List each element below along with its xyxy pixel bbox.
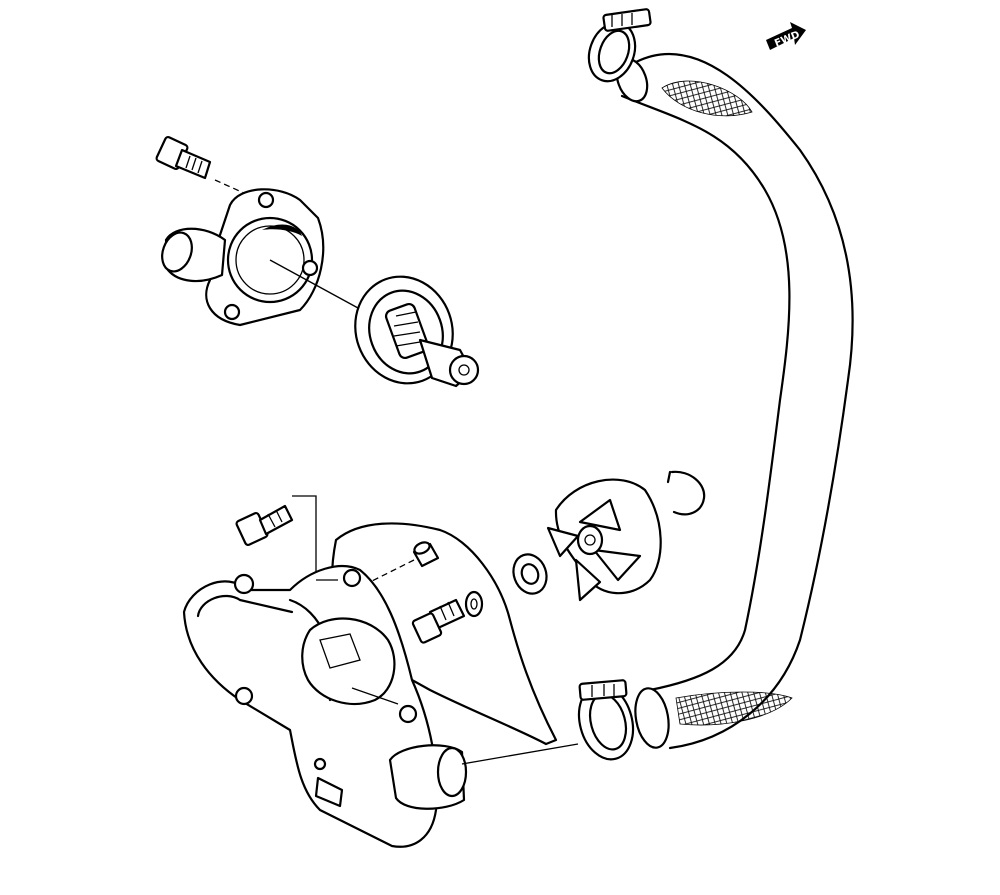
impeller [546,478,662,602]
lower-hose-clamp [577,679,635,761]
dowel-pin [369,541,440,583]
forward-arrow-icon: FWD [766,22,806,50]
water-pump-body [182,565,579,848]
thermostat [269,259,480,388]
thermostat-cover-bolt [155,136,256,199]
water-pump-bolt [235,495,317,580]
washer [464,590,484,618]
upper-hose-clamp [587,8,652,83]
thermostat-cover [161,188,325,327]
seal-ring [512,553,548,595]
impeller-bolt [411,598,466,644]
circlip [666,470,706,516]
radiator-hose [615,52,854,750]
